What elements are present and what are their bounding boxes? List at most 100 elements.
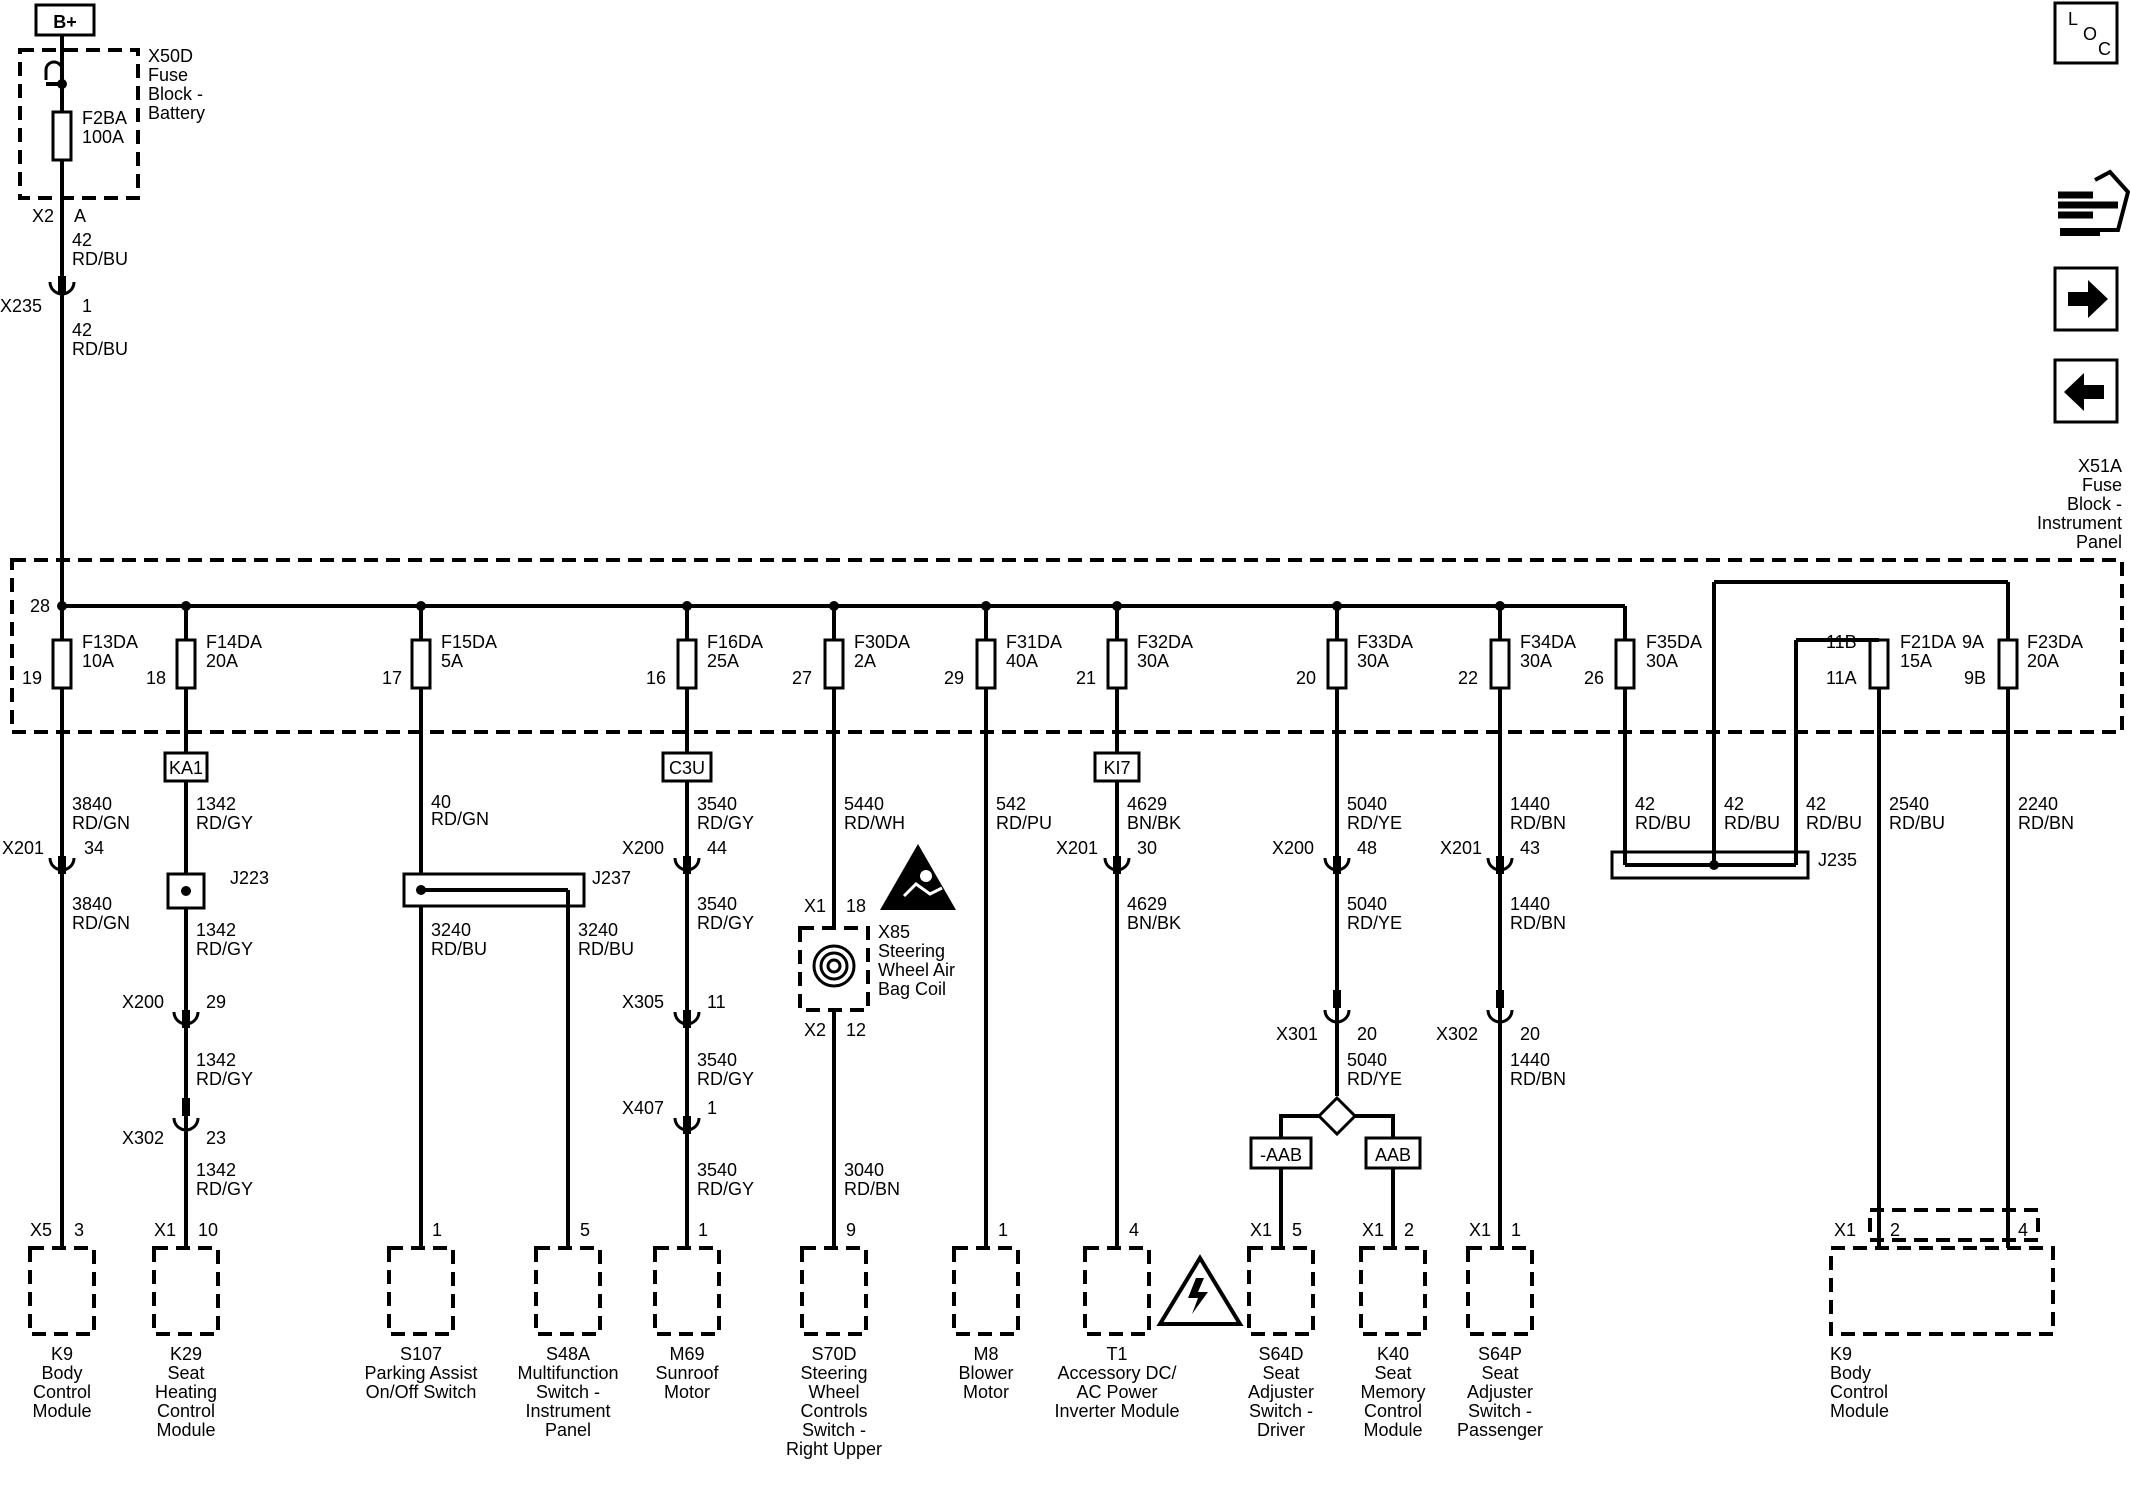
x51a-line: X51A xyxy=(2078,456,2122,476)
svg-text:BN/BK: BN/BK xyxy=(1127,913,1181,933)
prev-page-icon[interactable] xyxy=(2053,358,2119,424)
svg-text:18: 18 xyxy=(846,896,866,916)
svg-text:542: 542 xyxy=(996,794,1026,814)
svg-text:F30DA: F30DA xyxy=(854,632,910,652)
svg-text:X201: X201 xyxy=(1440,838,1482,858)
svg-text:RD/BU: RD/BU xyxy=(1724,813,1780,833)
x51a-line: Fuse xyxy=(2082,475,2122,495)
svg-text:Instrument: Instrument xyxy=(525,1401,610,1421)
svg-text:F16DA: F16DA xyxy=(707,632,763,652)
svg-text:30: 30 xyxy=(1137,838,1157,858)
svg-text:F23DA: F23DA xyxy=(2027,632,2083,652)
svg-text:Bag Coil: Bag Coil xyxy=(878,979,946,999)
svg-text:29: 29 xyxy=(944,668,964,688)
svg-text:KI7: KI7 xyxy=(1103,758,1130,778)
svg-text:RD/BU: RD/BU xyxy=(1889,813,1945,833)
svg-text:42: 42 xyxy=(1724,794,1744,814)
component-k9-body-control-module-right: X1 2 4 K9 Body Control Module xyxy=(1829,1208,2055,1421)
x51a-line: Panel xyxy=(2076,532,2122,552)
svg-text:X201: X201 xyxy=(2,838,44,858)
svg-text:BN/BK: BN/BK xyxy=(1127,813,1181,833)
f2ba-rating: 100A xyxy=(82,127,124,147)
svg-text:Heating: Heating xyxy=(155,1382,217,1402)
svg-text:C3U: C3U xyxy=(669,758,705,778)
component-m69-sunroof-motor: 1 M69 Sunroof Motor xyxy=(653,1220,721,1402)
svg-text:27: 27 xyxy=(792,668,812,688)
component-s70d-steering-wheel-controls: 9 S70D Steering Wheel Controls Switch - … xyxy=(786,1220,882,1459)
svg-text:5040: 5040 xyxy=(1347,794,1387,814)
svg-text:17: 17 xyxy=(382,668,402,688)
svg-text:3840: 3840 xyxy=(72,794,112,814)
next-page-icon[interactable] xyxy=(2053,266,2119,332)
svg-text:23: 23 xyxy=(206,1128,226,1148)
svg-text:X301: X301 xyxy=(1276,1024,1318,1044)
svg-text:F21DA: F21DA xyxy=(1900,632,1956,652)
svg-text:40: 40 xyxy=(431,792,451,812)
airbag-warning-icon xyxy=(880,844,956,910)
svg-text:X201: X201 xyxy=(1056,838,1098,858)
svg-text:20: 20 xyxy=(1520,1024,1540,1044)
svg-text:RD/YE: RD/YE xyxy=(1347,813,1402,833)
svg-text:Wheel: Wheel xyxy=(808,1382,859,1402)
svg-text:3: 3 xyxy=(74,1220,84,1240)
svg-text:RD/GY: RD/GY xyxy=(196,1179,253,1199)
connector-view-icon[interactable] xyxy=(2058,169,2130,236)
svg-text:1342: 1342 xyxy=(196,920,236,940)
svg-text:9A: 9A xyxy=(1962,632,1984,652)
svg-text:On/Off Switch: On/Off Switch xyxy=(366,1382,477,1402)
svg-text:S64D: S64D xyxy=(1258,1344,1303,1364)
svg-text:K40: K40 xyxy=(1377,1344,1409,1364)
svg-text:20A: 20A xyxy=(206,651,238,671)
svg-text:S64P: S64P xyxy=(1478,1344,1522,1364)
component-m8-blower-motor: 1 M8 Blower Motor xyxy=(952,1220,1020,1402)
svg-text:21: 21 xyxy=(1076,668,1096,688)
svg-text:RD/BU: RD/BU xyxy=(1635,813,1691,833)
loc-icon[interactable]: L O C xyxy=(2053,1,2119,65)
svg-text:Right Upper: Right Upper xyxy=(786,1439,882,1459)
svg-text:RD/BN: RD/BN xyxy=(1510,913,1566,933)
svg-text:25A: 25A xyxy=(707,651,739,671)
svg-text:2: 2 xyxy=(1404,1220,1414,1240)
svg-text:22: 22 xyxy=(1458,668,1478,688)
x51a-feed-pin: 28 xyxy=(30,596,50,616)
svg-text:Control: Control xyxy=(157,1401,215,1421)
svg-text:1440: 1440 xyxy=(1510,794,1550,814)
svg-text:Module: Module xyxy=(32,1401,91,1421)
svg-text:RD/WH: RD/WH xyxy=(844,813,905,833)
svg-text:44: 44 xyxy=(707,838,727,858)
component-s107-parking-assist-switch: 1 S107 Parking Assist On/Off Switch xyxy=(364,1220,477,1402)
svg-text:Seat: Seat xyxy=(1262,1363,1299,1383)
feed-color-2: RD/BU xyxy=(72,339,128,359)
svg-text:1: 1 xyxy=(1511,1220,1521,1240)
svg-text:X1: X1 xyxy=(804,896,826,916)
svg-text:Steering: Steering xyxy=(800,1363,867,1383)
svg-text:X85: X85 xyxy=(878,922,910,942)
svg-text:11: 11 xyxy=(707,992,726,1012)
svg-text:M8: M8 xyxy=(973,1344,998,1364)
x51a-line: Instrument xyxy=(2037,513,2122,533)
svg-text:X1: X1 xyxy=(1469,1220,1491,1240)
svg-text:42: 42 xyxy=(1806,794,1826,814)
svg-text:30A: 30A xyxy=(1646,651,1678,671)
svg-text:M69: M69 xyxy=(669,1344,704,1364)
svg-text:1440: 1440 xyxy=(1510,894,1550,914)
f2ba-label: F2BA xyxy=(82,108,127,128)
svg-text:S70D: S70D xyxy=(811,1344,856,1364)
svg-text:4: 4 xyxy=(2018,1220,2028,1240)
x2-pin: A xyxy=(74,206,86,226)
svg-text:4629: 4629 xyxy=(1127,894,1167,914)
